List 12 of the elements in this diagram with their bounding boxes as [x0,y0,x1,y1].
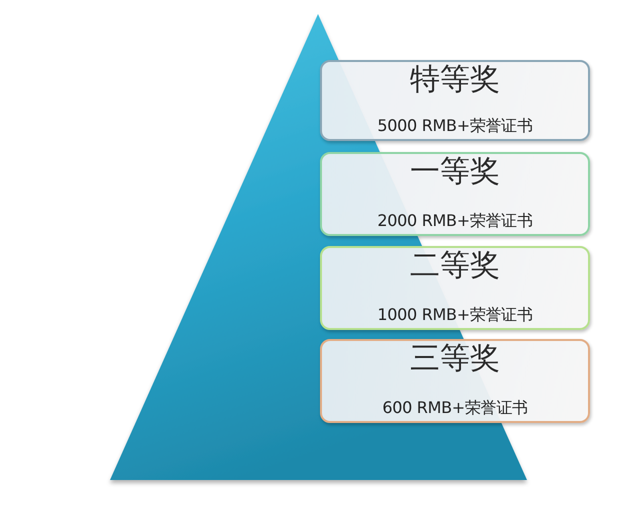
prize-name: 一等奖 [410,154,500,190]
prize-box [320,152,590,236]
prize-name: 二等奖 [410,248,500,284]
prize-box [320,246,590,330]
prize-amount: 5000 RMB+荣誉证书 [377,115,533,137]
prize-amount: 2000 RMB+荣誉证书 [377,210,533,232]
prize-name: 特等奖 [410,62,500,98]
prize-amount: 1000 RMB+荣誉证书 [377,304,533,326]
prize-amount: 600 RMB+荣誉证书 [382,397,528,419]
prize-box [320,60,590,141]
prize-box [320,339,590,423]
prize-name: 三等奖 [410,341,500,377]
